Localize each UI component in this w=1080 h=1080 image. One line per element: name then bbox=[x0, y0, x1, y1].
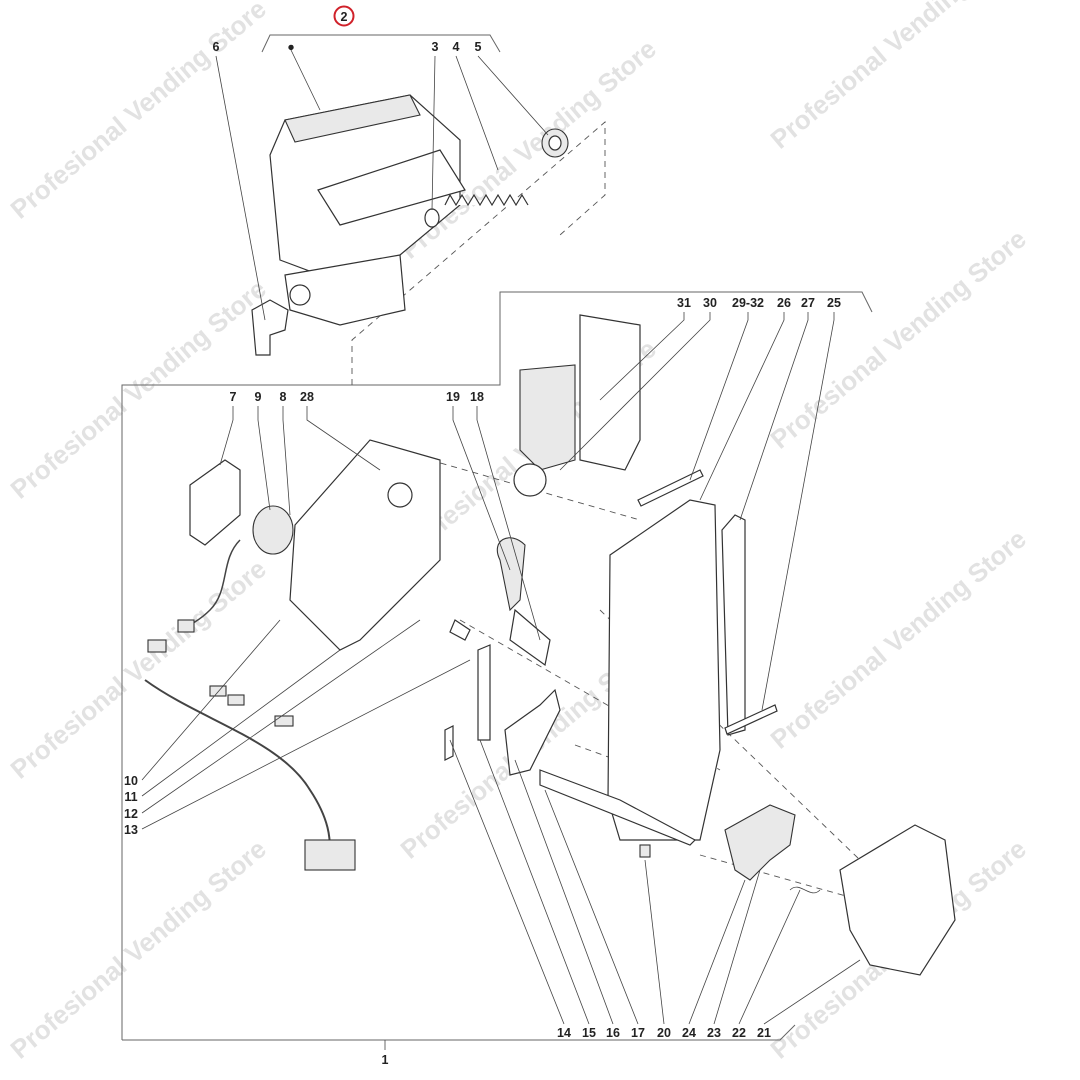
rod-part-25 bbox=[724, 704, 778, 735]
part-label: 25 bbox=[827, 296, 841, 310]
part-label: 24 bbox=[682, 1026, 696, 1040]
part-label: 28 bbox=[300, 390, 314, 404]
assembly-bracket-bottom bbox=[122, 1024, 796, 1041]
watermark: Profesional Vending Store bbox=[5, 554, 272, 785]
part-label: 30 bbox=[703, 296, 717, 310]
strip-part-27 bbox=[721, 514, 746, 736]
part-label: 26 bbox=[777, 296, 791, 310]
hopper-group-bracket bbox=[261, 34, 501, 53]
watermark: Profesional Vending Store bbox=[765, 224, 1032, 455]
part-label: 5 bbox=[475, 40, 482, 54]
switch-part-9 bbox=[252, 505, 294, 555]
part-label: 3 bbox=[432, 40, 439, 54]
part-label: 31 bbox=[677, 296, 691, 310]
label-hopper-group: 2 bbox=[341, 10, 348, 24]
part-label: 9 bbox=[255, 390, 262, 404]
nut-part-5 bbox=[541, 128, 569, 158]
rod-part-29-32 bbox=[637, 469, 704, 507]
part-label: 19 bbox=[446, 390, 460, 404]
o-ring-part-3 bbox=[424, 208, 440, 228]
part-label: 10 bbox=[124, 774, 138, 788]
gasket-part-7 bbox=[189, 459, 241, 546]
wire-harness bbox=[144, 539, 356, 871]
hopper-container bbox=[269, 94, 466, 326]
part-label: 17 bbox=[631, 1026, 645, 1040]
part-label: 4 bbox=[453, 40, 460, 54]
part-label: 13 bbox=[124, 823, 138, 837]
label-assembly: 1 bbox=[382, 1053, 389, 1067]
part-label: 6 bbox=[213, 40, 220, 54]
part-label: 29-32 bbox=[732, 296, 764, 310]
watermark: Profesional Vending Store bbox=[5, 834, 272, 1065]
cover-part-21 bbox=[839, 824, 956, 976]
part-label: 16 bbox=[606, 1026, 620, 1040]
highlight-circle bbox=[333, 5, 355, 27]
motor-assembly bbox=[513, 314, 641, 497]
spring-part-4 bbox=[444, 193, 529, 207]
watermark: Profesional Vending Store bbox=[765, 524, 1032, 755]
part-label: 14 bbox=[557, 1026, 571, 1040]
lever-parts-22-24 bbox=[724, 804, 821, 894]
part-label: 22 bbox=[732, 1026, 746, 1040]
part-label: 7 bbox=[230, 390, 237, 404]
watermark: Profesional Vending Store bbox=[765, 0, 1032, 155]
part-label: 18 bbox=[470, 390, 484, 404]
frame-part-28 bbox=[289, 439, 441, 651]
part-label: 12 bbox=[124, 807, 138, 821]
part-label: 27 bbox=[801, 296, 815, 310]
back-plate-part-26 bbox=[607, 499, 721, 841]
assembly-bracket-top bbox=[121, 291, 873, 1040]
spout-part-6 bbox=[251, 299, 289, 356]
part-label: 20 bbox=[657, 1026, 671, 1040]
part-label: 8 bbox=[280, 390, 287, 404]
leader-lines bbox=[141, 49, 861, 1025]
label-hopper-marker: ● bbox=[287, 40, 295, 54]
part-label: 23 bbox=[707, 1026, 721, 1040]
watermark: Profesional Vending Store bbox=[5, 0, 272, 225]
part-label: 21 bbox=[757, 1026, 771, 1040]
part-label: 15 bbox=[582, 1026, 596, 1040]
part-label: 11 bbox=[124, 790, 137, 804]
